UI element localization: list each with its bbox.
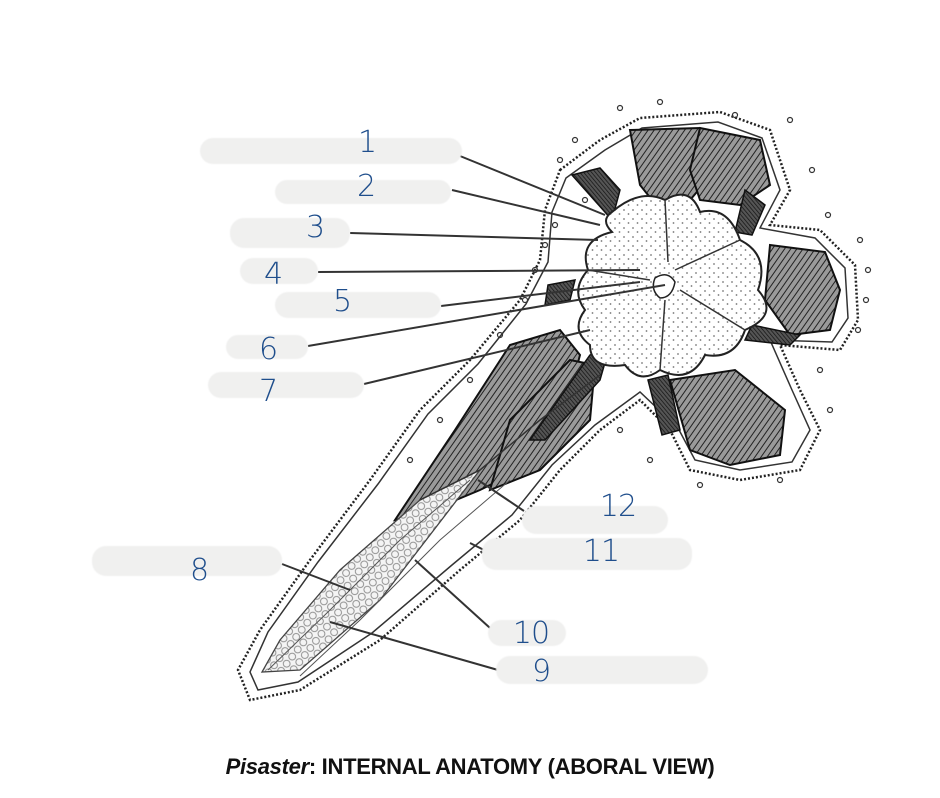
gonads bbox=[528, 167, 802, 441]
label-number-2: 2 bbox=[356, 169, 376, 204]
leader-line-9 bbox=[329, 621, 499, 671]
leader-line-12 bbox=[477, 479, 525, 512]
label-number-12: 12 bbox=[599, 489, 637, 524]
leader-line-6 bbox=[307, 284, 666, 347]
leader-line-8 bbox=[281, 563, 351, 591]
label-number-10: 10 bbox=[512, 616, 550, 651]
label-number-6: 6 bbox=[258, 332, 278, 367]
label-number-9: 9 bbox=[531, 654, 551, 689]
label-blank-11[interactable] bbox=[482, 538, 692, 570]
label-blank-12[interactable] bbox=[522, 506, 668, 534]
label-blank-5[interactable] bbox=[275, 292, 441, 318]
label-blank-9[interactable] bbox=[496, 656, 708, 684]
leader-line-1 bbox=[459, 155, 606, 216]
label-number-5: 5 bbox=[332, 284, 352, 319]
label-number-3: 3 bbox=[305, 210, 325, 245]
leader-line-10 bbox=[414, 559, 491, 629]
label-number-11: 11 bbox=[582, 534, 620, 569]
label-number-1: 1 bbox=[357, 125, 377, 160]
diagram-caption: Pisaster: INTERNAL ANATOMY (ABORAL VIEW) bbox=[0, 754, 940, 780]
leader-line-11 bbox=[469, 542, 485, 551]
label-blank-1[interactable] bbox=[200, 138, 462, 164]
caption-genus: Pisaster bbox=[225, 754, 310, 779]
label-blank-3[interactable] bbox=[230, 218, 350, 248]
pyloric-stomach bbox=[577, 193, 768, 378]
papulae bbox=[406, 98, 872, 489]
leader-line-4 bbox=[317, 269, 641, 273]
label-blank-10[interactable] bbox=[488, 620, 566, 646]
leader-line-5 bbox=[440, 281, 641, 307]
leader-line-2 bbox=[451, 189, 601, 226]
label-blank-4[interactable] bbox=[240, 258, 318, 284]
leader-line-7 bbox=[363, 329, 591, 385]
label-blank-8[interactable] bbox=[92, 546, 282, 576]
label-blank-7[interactable] bbox=[208, 372, 364, 398]
label-number-4: 4 bbox=[263, 257, 283, 292]
label-blank-2[interactable] bbox=[275, 180, 451, 204]
label-number-8: 8 bbox=[189, 553, 209, 588]
leader-line-3 bbox=[349, 232, 599, 241]
caption-title: : INTERNAL ANATOMY (ABORAL VIEW) bbox=[308, 754, 715, 779]
label-number-7: 7 bbox=[258, 374, 278, 409]
label-blank-6[interactable] bbox=[226, 335, 308, 359]
